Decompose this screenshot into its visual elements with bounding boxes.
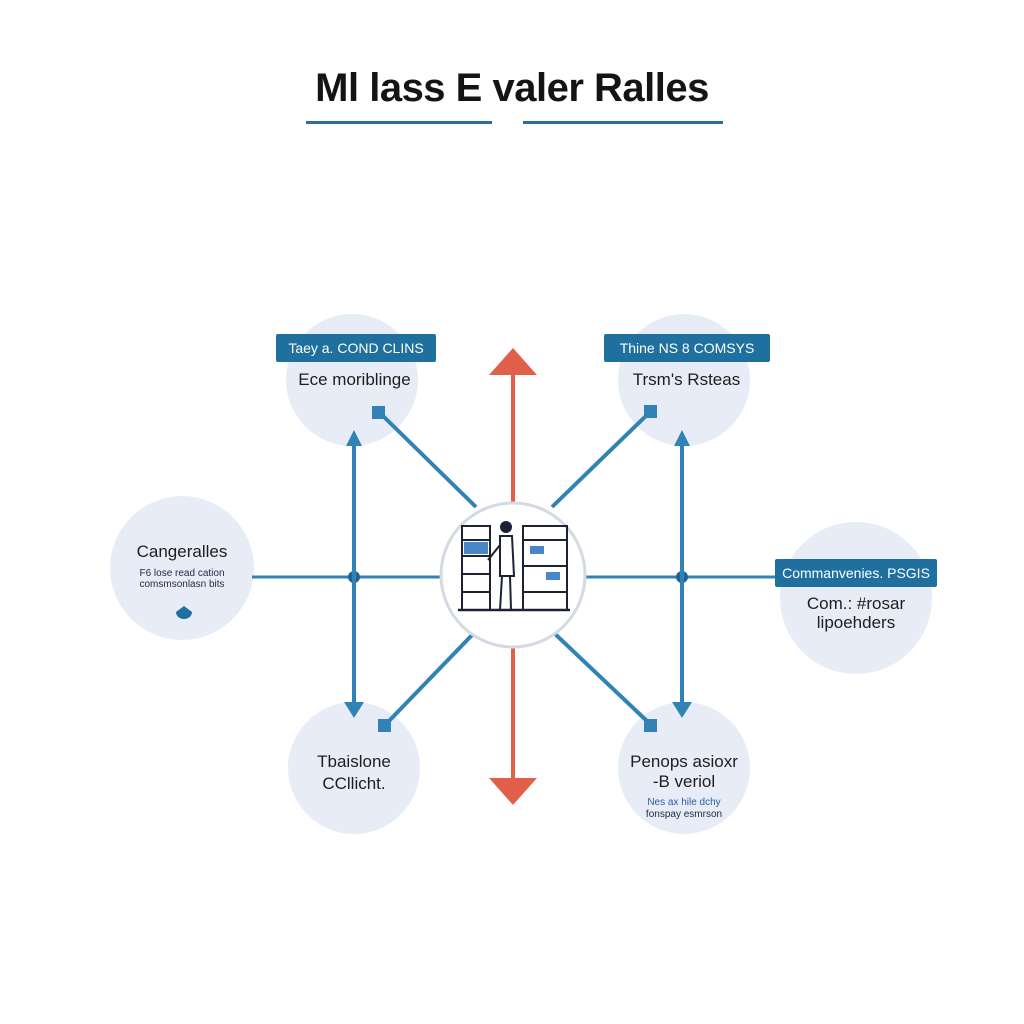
label-bottom-right-line1: Penops asioxr [630, 752, 738, 771]
arrowhead-down-left [344, 702, 364, 718]
label-right-line2: lipoehders [816, 613, 896, 632]
diagonal-end-top-right [644, 405, 657, 418]
diagonal-end-top-left [372, 406, 385, 419]
node-circle-left [110, 496, 254, 640]
sublabel-left: F6 lose read cation comsmsonlasn bits [139, 568, 225, 590]
red-arrowhead-down [489, 778, 537, 805]
title-underline-right [523, 121, 723, 124]
label-top-left: Ece moriblinge [298, 370, 411, 389]
person-with-cabinets-icon [458, 521, 570, 612]
diagonal-connector-bottom-right [552, 631, 650, 724]
label-left: Cangeralles [136, 542, 228, 561]
sublabel-bottom-right-line1: Nes ax hile dchy [647, 797, 721, 808]
node-circle-bottom-left [288, 702, 420, 834]
diagonal-connector-bottom-left [386, 631, 476, 724]
label-bottom-left-line2: CCllicht. [322, 774, 386, 793]
title-underline-left [306, 121, 492, 124]
tag-top-left: Taey a. COND CLINS [276, 334, 436, 362]
left-node-marker-icon [176, 606, 192, 619]
arrowhead-up-right [674, 430, 690, 446]
label-top-right: Trsm's Rsteas [632, 370, 741, 389]
label-bottom-right-line2: -B veriol [652, 772, 716, 791]
red-arrowhead-up [489, 348, 537, 375]
diagonal-connector-top-right [550, 410, 652, 509]
node-circle-bottom-right [618, 702, 750, 834]
label-bottom-left-line1: Tbaislone [317, 752, 391, 771]
diagram-title: Ml lass E valer Ralles [315, 66, 709, 110]
sublabel-bottom-right-line2: fonspay esmrson [645, 809, 723, 820]
tag-right: Commanvenies. PSGIS [775, 559, 937, 587]
tag-top-right: Thine NS 8 COMSYS [604, 334, 770, 362]
diagonal-end-bottom-right [644, 719, 657, 732]
arrowhead-down-right [672, 702, 692, 718]
arrowhead-up-left [346, 430, 362, 446]
diagonal-connector-top-left [378, 411, 478, 509]
label-right-line1: Com.: #rosar [806, 594, 906, 613]
diagonal-end-bottom-left [378, 719, 391, 732]
